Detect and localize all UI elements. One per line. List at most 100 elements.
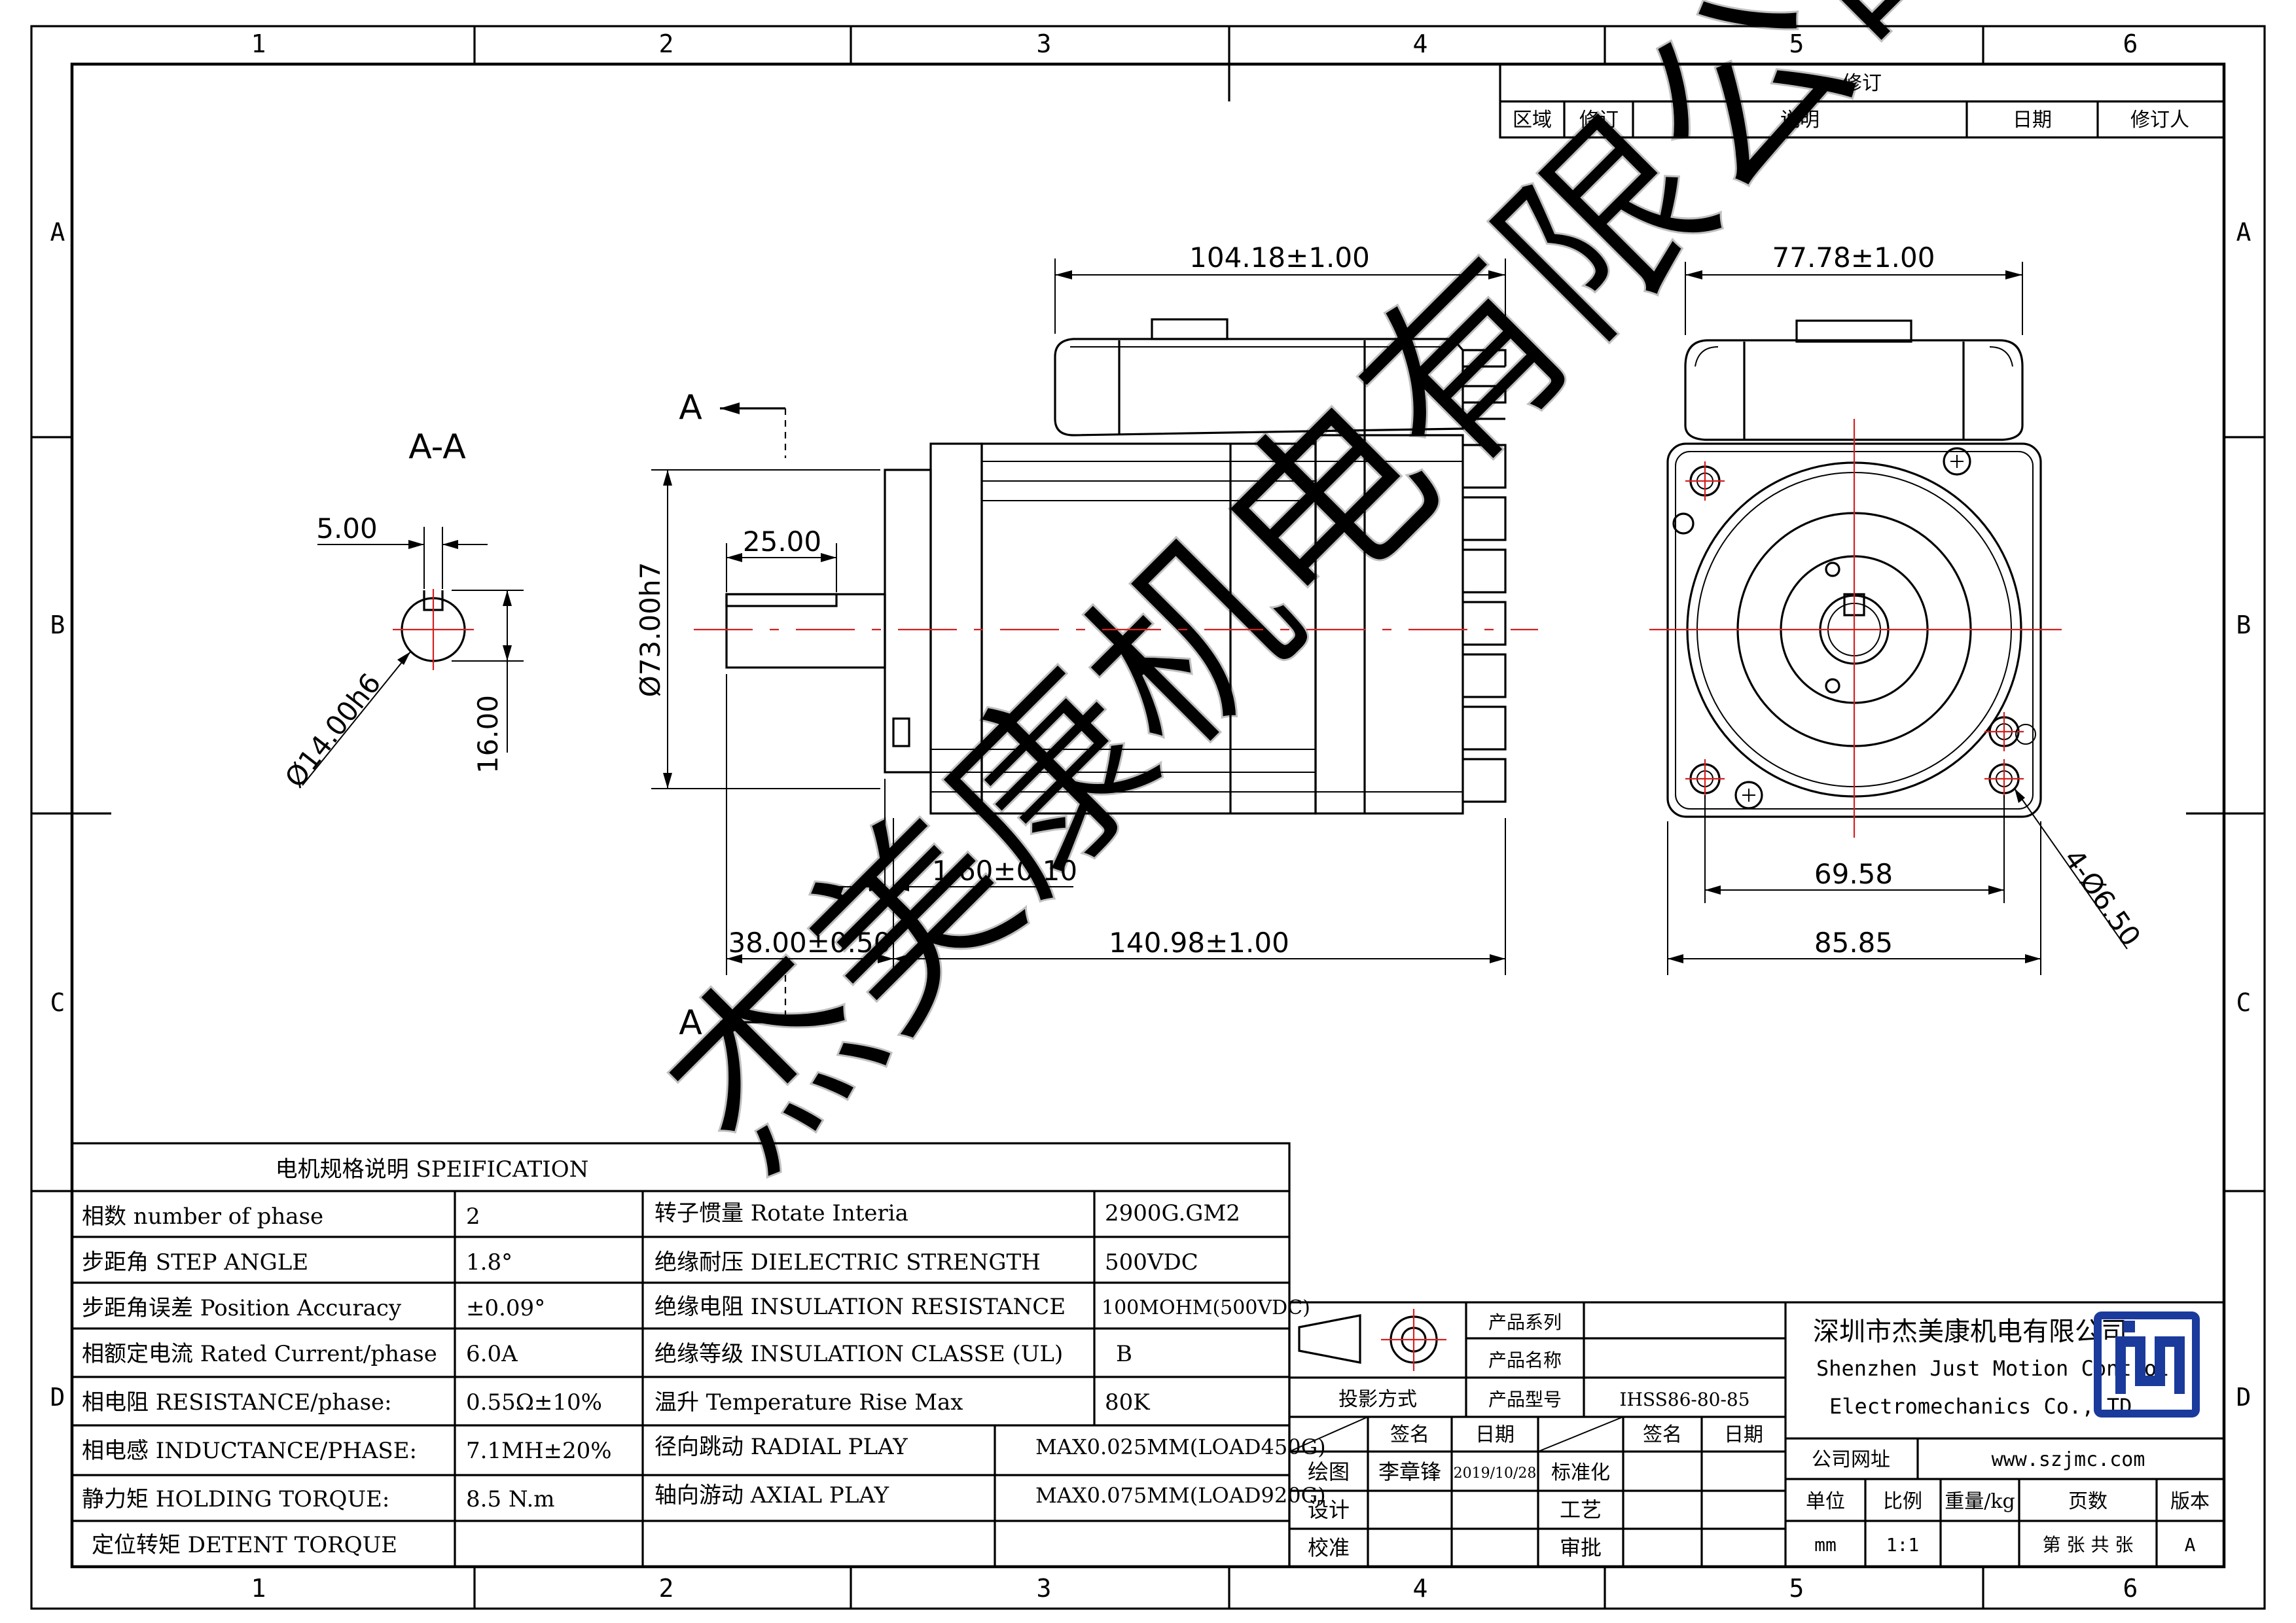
company-name-en-2: Electromechanics Co.,LTD bbox=[1829, 1394, 2132, 1419]
spec-left-rows: 相数 number of phase 2 步距角 STEP ANGLE 1.8°… bbox=[82, 1204, 612, 1558]
website-value: www.szjmc.com bbox=[1992, 1448, 2145, 1471]
dim-shaft-dia: Ø14.00h6 bbox=[279, 668, 387, 794]
company-name-en-1: Shenzhen Just Motion Control bbox=[1816, 1356, 2169, 1381]
zone-number: 6 bbox=[2123, 29, 2138, 58]
zone-letter: C bbox=[2236, 988, 2251, 1017]
spec-value: 2900G.GM2 bbox=[1105, 1200, 1240, 1226]
spec-value: 0.55Ω±10% bbox=[466, 1389, 602, 1416]
company-name-cn: 深圳市杰美康机电有限公司 bbox=[1813, 1317, 2127, 1347]
title-block: 投影方式 产品系列 产品名称 产品型号 IHSS86-80-85 签名 日期 签… bbox=[1288, 1301, 2225, 1568]
motor-side-view: 104.18±1.00 25.00 Ø73.00h7 1.60±0.10 38.… bbox=[634, 241, 1538, 975]
spec-value: 1.8° bbox=[466, 1249, 512, 1275]
section-arrow-label-bottom: A bbox=[679, 1003, 702, 1043]
date-label-2: 日期 bbox=[1724, 1423, 1763, 1446]
zone-letter: D bbox=[50, 1383, 65, 1412]
drawn-date: 2019/10/28 bbox=[1454, 1465, 1537, 1482]
drawn-by: 李章锋 bbox=[1378, 1459, 1441, 1484]
section-arrows: A A bbox=[679, 388, 787, 1043]
section-view: A-A 5.00 16.00 Ø14.00h6 bbox=[279, 427, 524, 794]
process-label: 工艺 bbox=[1560, 1497, 1602, 1522]
unit-value: mm bbox=[1814, 1534, 1837, 1556]
dim-key-width: 5.00 bbox=[316, 512, 378, 544]
scale-value: 1:1 bbox=[1886, 1534, 1920, 1556]
spec-label: 轴向游动 AXIAL PLAY bbox=[655, 1482, 889, 1508]
projection-label: 投影方式 bbox=[1338, 1388, 1417, 1411]
motor-front-view: 77.78±1.00 69.58 85.85 4-Ø6.50 bbox=[1649, 241, 2147, 975]
spec-label: 转子惯量 Rotate Interia bbox=[655, 1200, 908, 1226]
standard-label: 标准化 bbox=[1551, 1461, 1610, 1484]
spec-label: 相电阻 RESISTANCE/phase: bbox=[82, 1389, 392, 1416]
spec-label: 相数 number of phase bbox=[82, 1204, 323, 1230]
dim-flange-size: 85.85 bbox=[1814, 927, 1893, 959]
spec-value: 80K bbox=[1105, 1389, 1150, 1416]
revision-col: 日期 bbox=[2013, 109, 2052, 132]
spec-value: 2 bbox=[466, 1204, 480, 1230]
zone-number: 4 bbox=[1413, 29, 1428, 58]
spec-label: 温升 Temperature Rise Max bbox=[655, 1389, 963, 1416]
spec-label: 绝缘耐压 DIELECTRIC STRENGTH bbox=[655, 1249, 1041, 1275]
spec-right-rows: 转子惯量 Rotate Interia 2900G.GM2 绝缘耐压 DIELE… bbox=[655, 1200, 1326, 1508]
spec-label: 相额定电流 Rated Current/phase bbox=[82, 1341, 437, 1367]
dim-key-length: 25.00 bbox=[743, 526, 821, 558]
zone-letters-right: A B C D bbox=[2236, 218, 2251, 1412]
zone-letter: C bbox=[50, 988, 65, 1017]
zone-letter: B bbox=[2236, 611, 2251, 639]
product-name-label: 产品名称 bbox=[1488, 1349, 1562, 1371]
product-model-label: 产品型号 bbox=[1488, 1389, 1562, 1410]
zone-letters-left: A B C D bbox=[50, 218, 65, 1412]
zone-number: 3 bbox=[1037, 29, 1052, 58]
spec-label: 径向跳动 RADIAL PLAY bbox=[655, 1434, 908, 1460]
zone-number: 6 bbox=[2123, 1574, 2138, 1603]
dim-holes: 4-Ø6.50 bbox=[2057, 844, 2147, 952]
section-label: A-A bbox=[408, 427, 466, 467]
spec-value: 8.5 N.m bbox=[466, 1486, 555, 1512]
sign-label: 签名 bbox=[1390, 1423, 1429, 1446]
zone-numbers-top: 1 2 3 4 5 6 bbox=[251, 29, 2138, 58]
jmc-logo-icon bbox=[2094, 1311, 2200, 1418]
spec-value: 7.1MH±20% bbox=[466, 1438, 612, 1464]
zone-number: 3 bbox=[1037, 1574, 1052, 1603]
spec-value: MAX0.025MM(LOAD450G) bbox=[1035, 1435, 1326, 1459]
zone-number: 4 bbox=[1413, 1574, 1428, 1603]
zone-letter: B bbox=[50, 611, 65, 639]
spec-label: 定位转矩 DETENT TORQUE bbox=[92, 1532, 397, 1558]
dim-driver-width: 77.78±1.00 bbox=[1772, 241, 1935, 274]
pages-value: 第 张 共 张 bbox=[2043, 1534, 2134, 1556]
spec-value: B bbox=[1116, 1341, 1132, 1367]
dim-body-length: 140.98±1.00 bbox=[1109, 927, 1289, 959]
pages-label: 页数 bbox=[2068, 1490, 2108, 1513]
spec-value: 100MOHM(500VDC) bbox=[1102, 1296, 1310, 1319]
revision-col: 区域 bbox=[1513, 109, 1552, 132]
dim-pilot-dia: Ø73.00h7 bbox=[634, 562, 666, 698]
website-label: 公司网址 bbox=[1812, 1448, 1890, 1471]
zone-letter: D bbox=[2236, 1383, 2251, 1412]
zone-numbers-bottom: 1 2 3 4 5 6 bbox=[251, 1574, 2138, 1603]
zone-letter: A bbox=[50, 218, 65, 247]
unit-label: 单位 bbox=[1806, 1490, 1845, 1513]
spec-value: ±0.09° bbox=[466, 1295, 545, 1321]
version-value: A bbox=[2185, 1534, 2196, 1556]
product-series-label: 产品系列 bbox=[1488, 1311, 1562, 1333]
dim-overall-driver: 104.18±1.00 bbox=[1189, 241, 1370, 274]
revision-title: 修订 bbox=[1842, 72, 1882, 95]
spec-label: 步距角 STEP ANGLE bbox=[82, 1249, 308, 1275]
zone-number: 5 bbox=[1789, 29, 1804, 58]
zone-letter: A bbox=[2236, 218, 2251, 247]
product-model-value: IHSS86-80-85 bbox=[1619, 1389, 1749, 1410]
dim-shaft-length: 38.00±0.50 bbox=[728, 927, 891, 959]
dim-key-height: 16.00 bbox=[472, 695, 504, 774]
zone-number: 5 bbox=[1789, 1574, 1804, 1603]
spec-value: 500VDC bbox=[1105, 1249, 1198, 1275]
revision-block: 修订 区域 修订 说明 日期 修订人 bbox=[1499, 63, 2225, 139]
revision-col: 修订 bbox=[1579, 109, 1619, 132]
spec-value: 6.0A bbox=[466, 1341, 518, 1367]
spec-label: 步距角误差 Position Accuracy bbox=[82, 1295, 402, 1321]
dim-hole-spacing: 69.58 bbox=[1814, 858, 1893, 890]
spec-label: 绝缘等级 INSULATION CLASSE (UL) bbox=[655, 1341, 1063, 1367]
zone-number: 1 bbox=[251, 1574, 266, 1603]
date-label: 日期 bbox=[1475, 1423, 1515, 1446]
spec-table-title: 电机规格说明 SPEIFICATION bbox=[276, 1156, 589, 1183]
drawn-label: 绘图 bbox=[1308, 1459, 1350, 1484]
check-label: 校准 bbox=[1308, 1535, 1350, 1560]
